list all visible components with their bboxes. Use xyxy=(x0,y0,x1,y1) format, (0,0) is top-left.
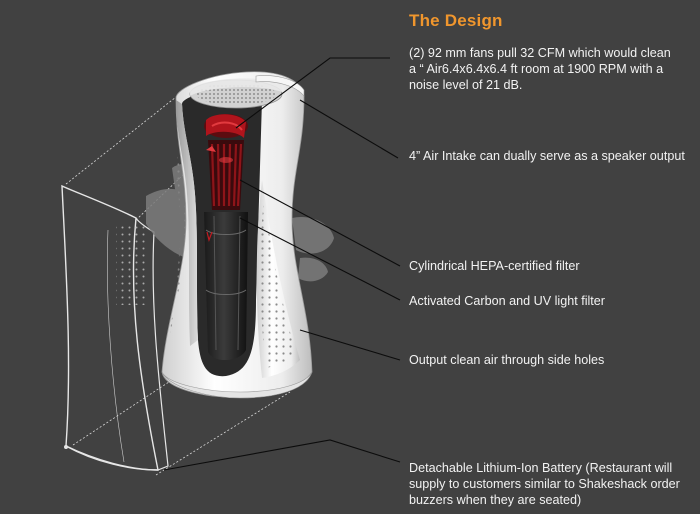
leader-line-intake xyxy=(299,99,399,159)
leader-line-hepa xyxy=(239,179,401,267)
callout-output-air: Output clean air through side holes xyxy=(409,353,605,367)
callout-air-intake: 4” Air Intake can dually serve as a spea… xyxy=(409,149,685,163)
callout-battery: Detachable Lithium-Ion Battery (Restaura… xyxy=(409,461,680,507)
battery-shell-outline xyxy=(61,184,169,471)
leader-line-battery xyxy=(163,439,401,471)
fan-and-hepa-filter xyxy=(204,114,248,210)
leader-line-output xyxy=(299,329,401,361)
main-unit xyxy=(161,71,313,399)
explode-guide-lines xyxy=(65,96,291,476)
leader-lines xyxy=(163,57,401,471)
design-title: The Design xyxy=(409,11,503,30)
leader-line-fans xyxy=(235,57,390,129)
carbon-uv-core xyxy=(204,212,248,361)
callout-fans: (2) 92 mm fans pull 32 CFM which would c… xyxy=(409,46,671,92)
callout-carbon-uv-filter: Activated Carbon and UV light filter xyxy=(409,294,606,308)
leader-line-carbon xyxy=(239,217,401,301)
callout-hepa-filter: Cylindrical HEPA-certified filter xyxy=(409,259,580,273)
